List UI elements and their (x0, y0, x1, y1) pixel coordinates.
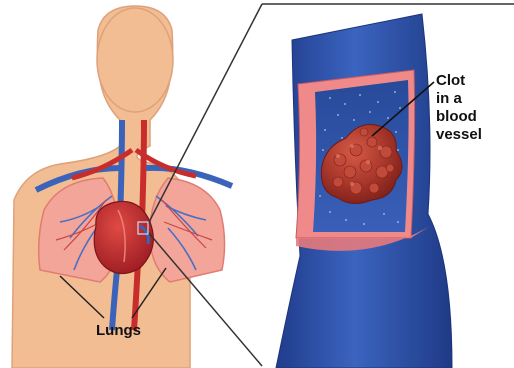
clot-label-line-3: blood (436, 108, 512, 126)
clot-label-line-4: vessel (436, 126, 512, 144)
clot-label-line-1: Clot (436, 72, 512, 90)
heart (94, 201, 153, 273)
head (97, 8, 173, 112)
left-lung (150, 178, 225, 282)
clot-label: Clot in a blood vessel (436, 72, 512, 144)
lungs-label: Lungs (96, 322, 141, 340)
clot-label-line-2: in a (436, 90, 512, 108)
